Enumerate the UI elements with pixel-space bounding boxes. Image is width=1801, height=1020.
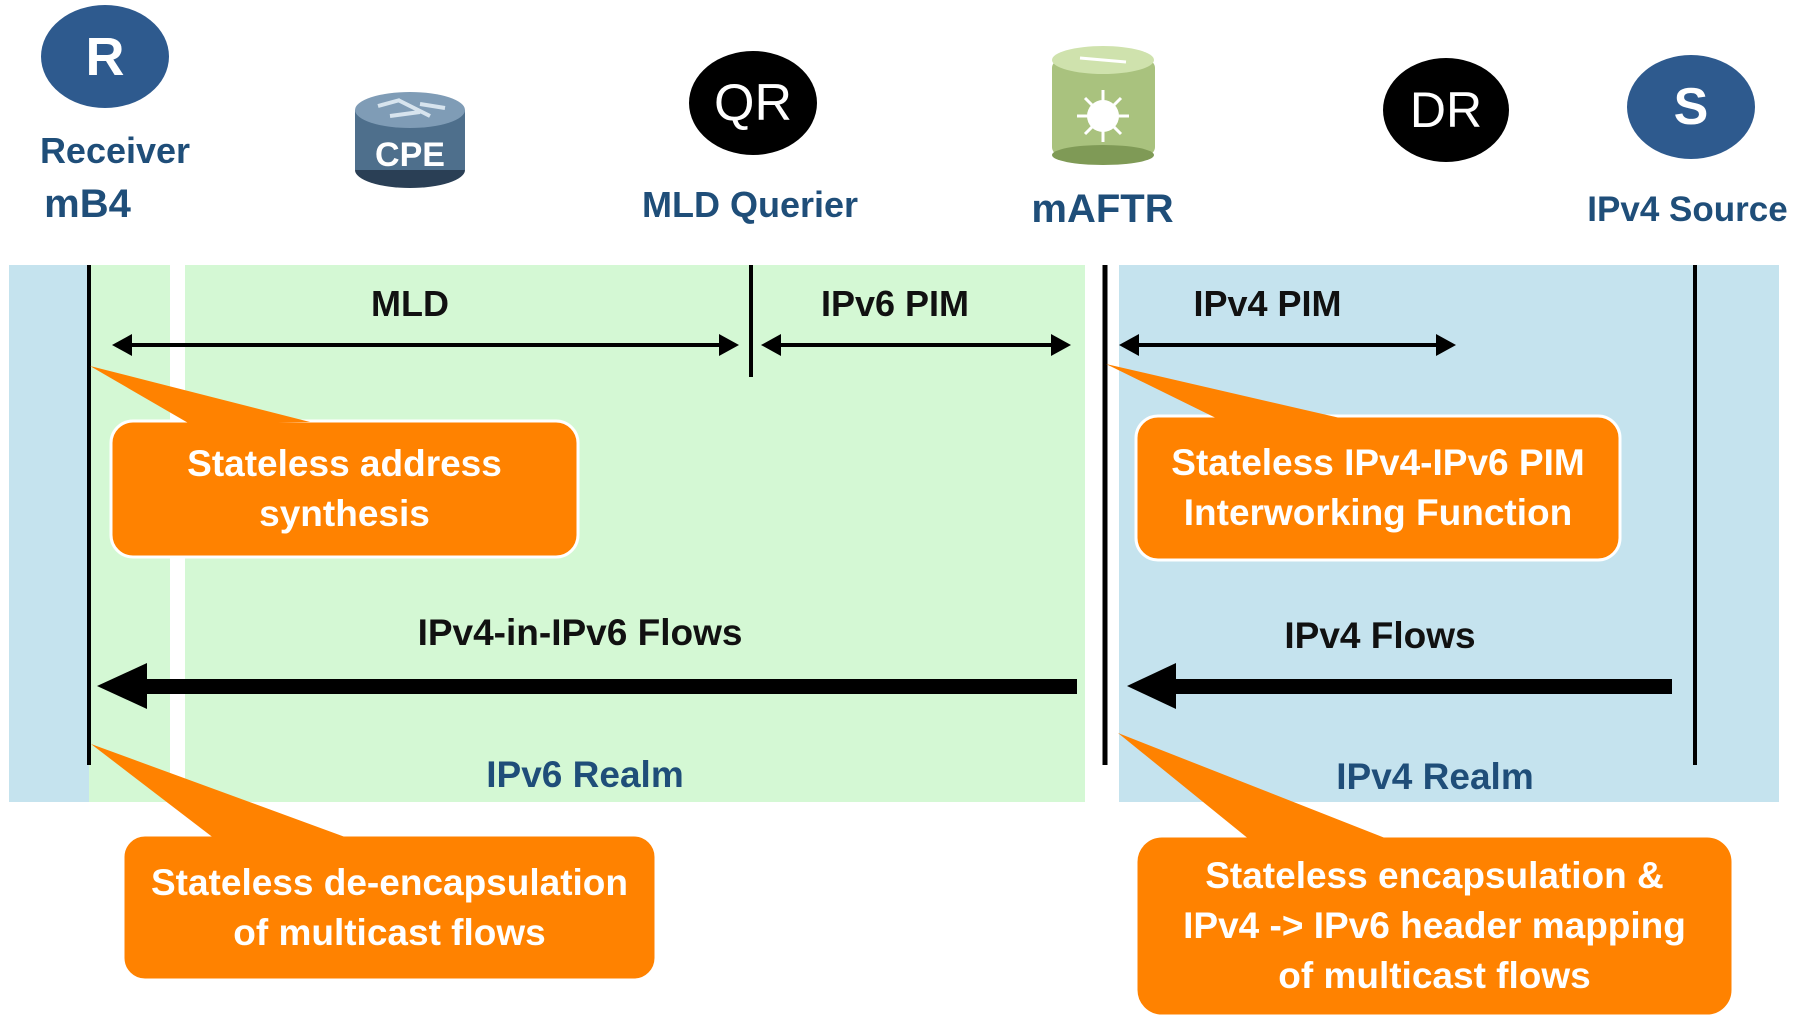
ipv6-pim-label: IPv6 PIM <box>820 283 970 324</box>
callout-decap-line-2: of multicast flows <box>233 911 546 953</box>
ipv4-flows-label: IPv4 Flows <box>1284 615 1476 656</box>
callout-encap-line-1: Stateless encapsulation & <box>1205 855 1664 896</box>
dr-badge-text: DR <box>1409 82 1483 138</box>
mld-arrow <box>112 334 739 356</box>
maftr-router-icon <box>1052 46 1155 165</box>
ipv4-pim-label: IPv4 PIM <box>1193 283 1342 324</box>
callout-decap-tail <box>91 744 345 839</box>
maftr-label: mAFTR <box>1031 187 1174 231</box>
querier-label: MLD Querier <box>641 184 859 225</box>
querier-badge: QR <box>689 51 817 155</box>
cpe-router-icon <box>355 92 465 188</box>
callout-interworking-line-1: Stateless IPv4-IPv6 PIM <box>1171 442 1585 483</box>
ipv4-in-ipv6-flow-arrow <box>97 663 1077 709</box>
querier-badge-text: QR <box>714 74 792 132</box>
dr-badge: DR <box>1383 58 1509 162</box>
ipv4-in-ipv6-flows-label: IPv4-in-IPv6 Flows <box>417 612 743 653</box>
callout-encap-line-2: IPv4 -> IPv6 header mapping <box>1183 905 1686 946</box>
source-label: IPv4 Source <box>1587 190 1788 229</box>
ipv4-realm-label: IPv4 Realm <box>1336 756 1534 797</box>
cpe-badge-text: CPE <box>375 136 445 174</box>
ipv4-flow-arrow <box>1127 663 1672 709</box>
source-badge: S <box>1627 55 1755 159</box>
ipv4-realm-left-strip <box>9 265 89 802</box>
callout-encap-shape <box>1134 834 1735 1018</box>
callout-decap-shape <box>121 833 658 982</box>
callout-synthesis-line-2: synthesis <box>259 493 430 534</box>
receiver-sublabel: mB4 <box>44 182 131 226</box>
ipv4-pim-arrow <box>1119 334 1456 356</box>
callout-synthesis-tail <box>90 366 310 424</box>
receiver-label: Receiver <box>39 130 191 171</box>
callout-interworking-shape <box>1134 414 1622 562</box>
callout-interworking-tail <box>1106 364 1340 420</box>
callout-interworking-text: Stateless IPv4-IPv6 PIM Interworking Fun… <box>1136 416 1620 560</box>
ipv6-realm-label: IPv6 Realm <box>486 754 684 795</box>
callout-decap-text: Stateless de-encapsulation of multicast … <box>123 835 656 980</box>
callout-encap-line-3: of multicast flows <box>1278 955 1591 996</box>
callout-encap-tail <box>1118 733 1385 840</box>
callout-synthesis-line-1: Stateless address <box>187 443 502 484</box>
callout-synthesis-shape <box>109 419 580 559</box>
ipv6-pim-arrow <box>761 334 1071 356</box>
receiver-badge-text: R <box>85 26 125 87</box>
callout-interworking-line-2: Interworking Function <box>1183 492 1573 533</box>
callout-decap-line-1: Stateless de-encapsulation <box>150 861 629 903</box>
mld-label: MLD <box>371 283 449 324</box>
callout-encap-text: Stateless encapsulation & IPv4 -> IPv6 h… <box>1136 836 1733 1016</box>
receiver-badge: R <box>41 5 169 108</box>
source-badge-text: S <box>1673 78 1709 136</box>
callout-synthesis-text: Stateless address synthesis <box>111 421 578 557</box>
